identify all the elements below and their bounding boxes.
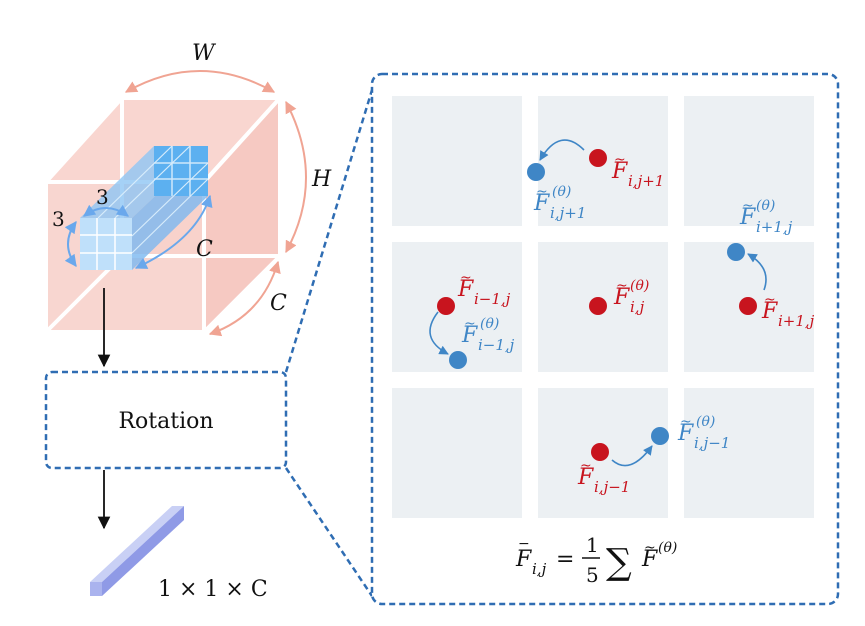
red-point-bottom — [591, 443, 609, 461]
output-label: 1 × 1 × C — [158, 577, 268, 602]
svg-text:~: ~ — [614, 152, 626, 168]
blue-point-top — [527, 163, 545, 181]
red-point-right — [739, 297, 757, 315]
svg-text:~: ~ — [616, 278, 628, 294]
svg-text:F: F — [613, 285, 630, 310]
rotation-arrow-right — [747, 253, 767, 291]
grid-cell — [392, 96, 522, 226]
svg-text:(θ): (θ) — [658, 540, 677, 556]
label-bottom-blue: F ~ (θ) i,j−1 — [677, 414, 730, 452]
label-center-red: F ~ (θ) i,j — [613, 278, 649, 316]
rotation-label: Rotation — [118, 409, 213, 434]
svg-text:(θ): (θ) — [480, 316, 499, 332]
svg-text:(θ): (θ) — [630, 278, 649, 294]
kernel-height-arrow — [64, 221, 77, 267]
svg-text:i−1,j: i−1,j — [478, 336, 515, 354]
svg-text:~: ~ — [464, 316, 476, 332]
grid-cell — [392, 242, 522, 372]
svg-text:i,j+1: i,j+1 — [550, 204, 586, 222]
blue-point-bottom — [651, 427, 669, 445]
svg-text:5: 5 — [586, 563, 599, 587]
blue-point-left — [449, 351, 467, 369]
svg-text:(θ): (θ) — [756, 198, 775, 214]
width-arc — [124, 70, 276, 93]
kernel-front-grid — [80, 218, 132, 270]
depth-arc — [208, 260, 281, 337]
svg-text:∑: ∑ — [606, 542, 632, 583]
svg-text:F: F — [461, 323, 478, 348]
label-left-blue: F ~ (θ) i−1,j — [461, 316, 515, 354]
kernel-height-label: 3 — [52, 207, 65, 231]
height-label: H — [311, 167, 332, 192]
kernel-depth-arrow — [134, 194, 213, 269]
svg-text:−: − — [518, 536, 530, 552]
label-right-red: F ~ i+1,j — [761, 292, 815, 330]
rotation-arrow-top — [539, 139, 585, 161]
rotation-arrow-bottom — [611, 445, 653, 467]
zoom-line-top — [284, 89, 374, 373]
svg-text:F: F — [533, 191, 550, 216]
label-left-red: F ~ i−1,j — [457, 270, 511, 308]
grid-cell — [392, 388, 522, 518]
svg-text:1: 1 — [586, 533, 599, 557]
grid-cell — [684, 96, 814, 226]
aggregation-formula: − F i,j = 1 5 ∑ F ~ (θ) — [515, 533, 677, 587]
svg-text:i,j: i,j — [630, 298, 645, 316]
feature-tensor: W H C C 3 3 — [41, 41, 332, 337]
svg-text:F: F — [457, 277, 474, 302]
red-point-top — [589, 149, 607, 167]
svg-text:i+1,j: i+1,j — [778, 312, 815, 330]
rotation-box — [44, 370, 288, 470]
width-label: W — [192, 41, 217, 66]
svg-text:i,j−1: i,j−1 — [594, 478, 630, 496]
svg-text:F: F — [577, 465, 594, 490]
svg-text:~: ~ — [536, 184, 548, 200]
tensor-depth-label: C — [270, 291, 287, 316]
svg-text:(θ): (θ) — [552, 184, 571, 200]
svg-text:F: F — [641, 547, 658, 572]
kernel-width-arrow — [83, 204, 129, 217]
label-bottom-red: F ~ i,j−1 — [577, 458, 630, 496]
red-point-center — [589, 297, 607, 315]
svg-text:~: ~ — [580, 458, 592, 474]
rotation-arrow-left — [429, 311, 449, 355]
svg-text:i,j+1: i,j+1 — [628, 172, 664, 190]
zoom-line-bottom — [284, 467, 374, 597]
svg-text:F: F — [677, 421, 694, 446]
svg-text:i+1,j: i+1,j — [756, 218, 793, 236]
svg-text:~: ~ — [680, 414, 692, 430]
red-point-left — [437, 297, 455, 315]
output-vector — [90, 506, 184, 596]
svg-text:~: ~ — [742, 198, 754, 214]
label-top-blue: F ~ (θ) i,j+1 — [533, 184, 586, 222]
height-arc — [285, 100, 307, 254]
label-top-red: F ~ i,j+1 — [611, 152, 664, 190]
cell-grid — [392, 96, 814, 518]
svg-text:F: F — [515, 547, 532, 572]
svg-text:~: ~ — [644, 540, 656, 556]
svg-text:~: ~ — [460, 270, 472, 286]
svg-text:~: ~ — [764, 292, 776, 308]
svg-text:(θ): (θ) — [696, 414, 715, 430]
svg-text:F: F — [761, 299, 778, 324]
kernel-depth-label: C — [196, 237, 213, 262]
label-right-blue: F ~ (θ) i+1,j — [739, 198, 793, 236]
svg-text:=: = — [556, 547, 574, 572]
svg-text:F: F — [611, 159, 628, 184]
blue-point-right — [727, 243, 745, 261]
svg-text:i−1,j: i−1,j — [474, 290, 511, 308]
kernel-width-label: 3 — [96, 185, 109, 209]
grid-cell — [684, 388, 814, 518]
svg-text:i,j: i,j — [532, 560, 547, 578]
svg-text:F: F — [739, 205, 756, 230]
svg-text:i,j−1: i,j−1 — [694, 434, 730, 452]
